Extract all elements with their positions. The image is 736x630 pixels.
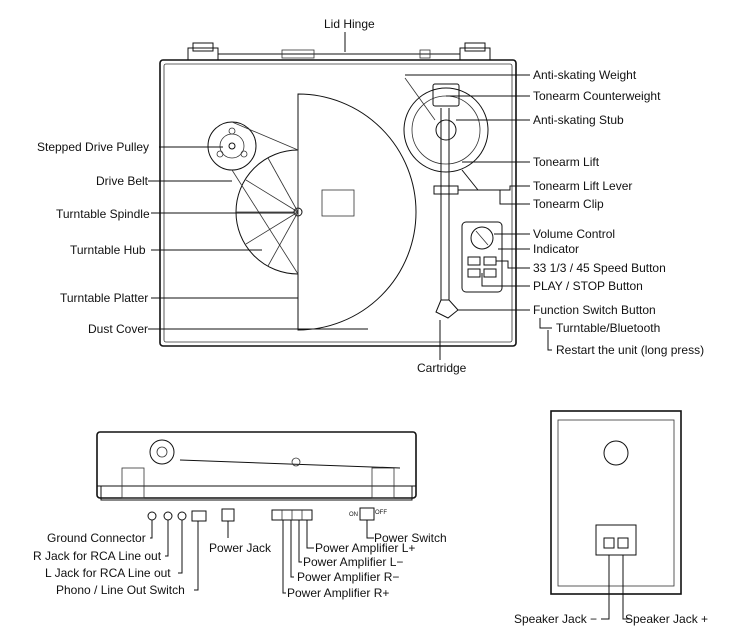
back-body [96, 431, 417, 499]
off-text: OFF [375, 510, 387, 516]
label-speed-button: 33 1/3 / 45 Speed Button [533, 261, 666, 275]
power-jack [221, 508, 235, 522]
label-power-amp-r-minus: Power Amplifier R− [297, 570, 399, 584]
label-power-jack: Power Jack [209, 541, 272, 555]
top-leaders [148, 74, 552, 360]
label-turntable-spindle: Turntable Spindle [56, 207, 150, 221]
label-speaker-jack-minus: Speaker Jack − [514, 612, 597, 626]
label-tonearm-counterweight: Tonearm Counterweight [533, 89, 661, 103]
l-jack [177, 511, 187, 521]
turntable-body [159, 59, 517, 347]
hub-spokes [236, 150, 299, 274]
back-leaders [150, 520, 374, 594]
speaker-terminal [595, 524, 637, 556]
label-turntable-bluetooth: Turntable/Bluetooth [556, 321, 660, 335]
label-drive-belt: Drive Belt [96, 174, 149, 188]
speed-btn [467, 256, 481, 266]
speaker-box [550, 410, 682, 595]
r-jack [163, 511, 173, 521]
label-power-amp-r-plus: Power Amplifier R+ [287, 586, 389, 600]
label-tonearm-lift: Tonearm Lift [533, 155, 600, 169]
label-phono-line-out-switch: Phono / Line Out Switch [56, 583, 185, 597]
label-play-stop-button: PLAY / STOP Button [533, 279, 643, 293]
speaker-leaders [601, 555, 630, 620]
label-r-jack: R Jack for RCA Line out [33, 549, 162, 563]
volume-knob [470, 226, 494, 250]
back-view: ON OFF [96, 431, 417, 594]
label-l-jack: L Jack for RCA Line out [45, 566, 171, 580]
label-speaker-jack-plus: Speaker Jack + [625, 612, 708, 626]
power-switch [359, 507, 375, 521]
label-tonearm-clip: Tonearm Clip [533, 197, 604, 211]
label-anti-skating-stub: Anti-skating Stub [533, 113, 624, 127]
label-function-switch-button: Function Switch Button [533, 303, 656, 317]
label-indicator: Indicator [533, 242, 579, 256]
label-turntable-hub: Turntable Hub [70, 243, 146, 257]
platter-half [297, 93, 417, 331]
speaker-port [603, 440, 629, 466]
label-power-amp-l-plus: Power Amplifier L+ [315, 541, 415, 555]
top-view [148, 32, 552, 360]
label-power-amp-l-minus: Power Amplifier L− [303, 555, 403, 569]
label-dust-cover: Dust Cover [88, 322, 148, 336]
control-panel [461, 221, 503, 293]
label-cartridge: Cartridge [417, 361, 467, 375]
speaker-view [550, 410, 682, 620]
label-power-switch: Power Switch [374, 531, 447, 545]
ground-connector [147, 511, 157, 521]
on-text: ON [349, 512, 358, 518]
label-stepped-drive-pulley: Stepped Drive Pulley [37, 140, 149, 154]
label-tonearm-lift-lever: Tonearm Lift Lever [533, 179, 632, 193]
label-restart-unit: Restart the unit (long press) [556, 343, 704, 357]
counterweight [432, 83, 460, 107]
label-volume-control: Volume Control [533, 227, 615, 241]
labels: Lid Hinge Anti-skating Weight Tonearm Co… [33, 17, 708, 626]
phono-switch [191, 510, 207, 522]
label-lid-hinge: Lid Hinge [324, 17, 375, 31]
tonearm-base [403, 87, 489, 173]
label-ground-connector: Ground Connector [47, 531, 146, 545]
label-turntable-platter: Turntable Platter [60, 291, 148, 305]
label-anti-skating-weight: Anti-skating Weight [533, 68, 637, 82]
